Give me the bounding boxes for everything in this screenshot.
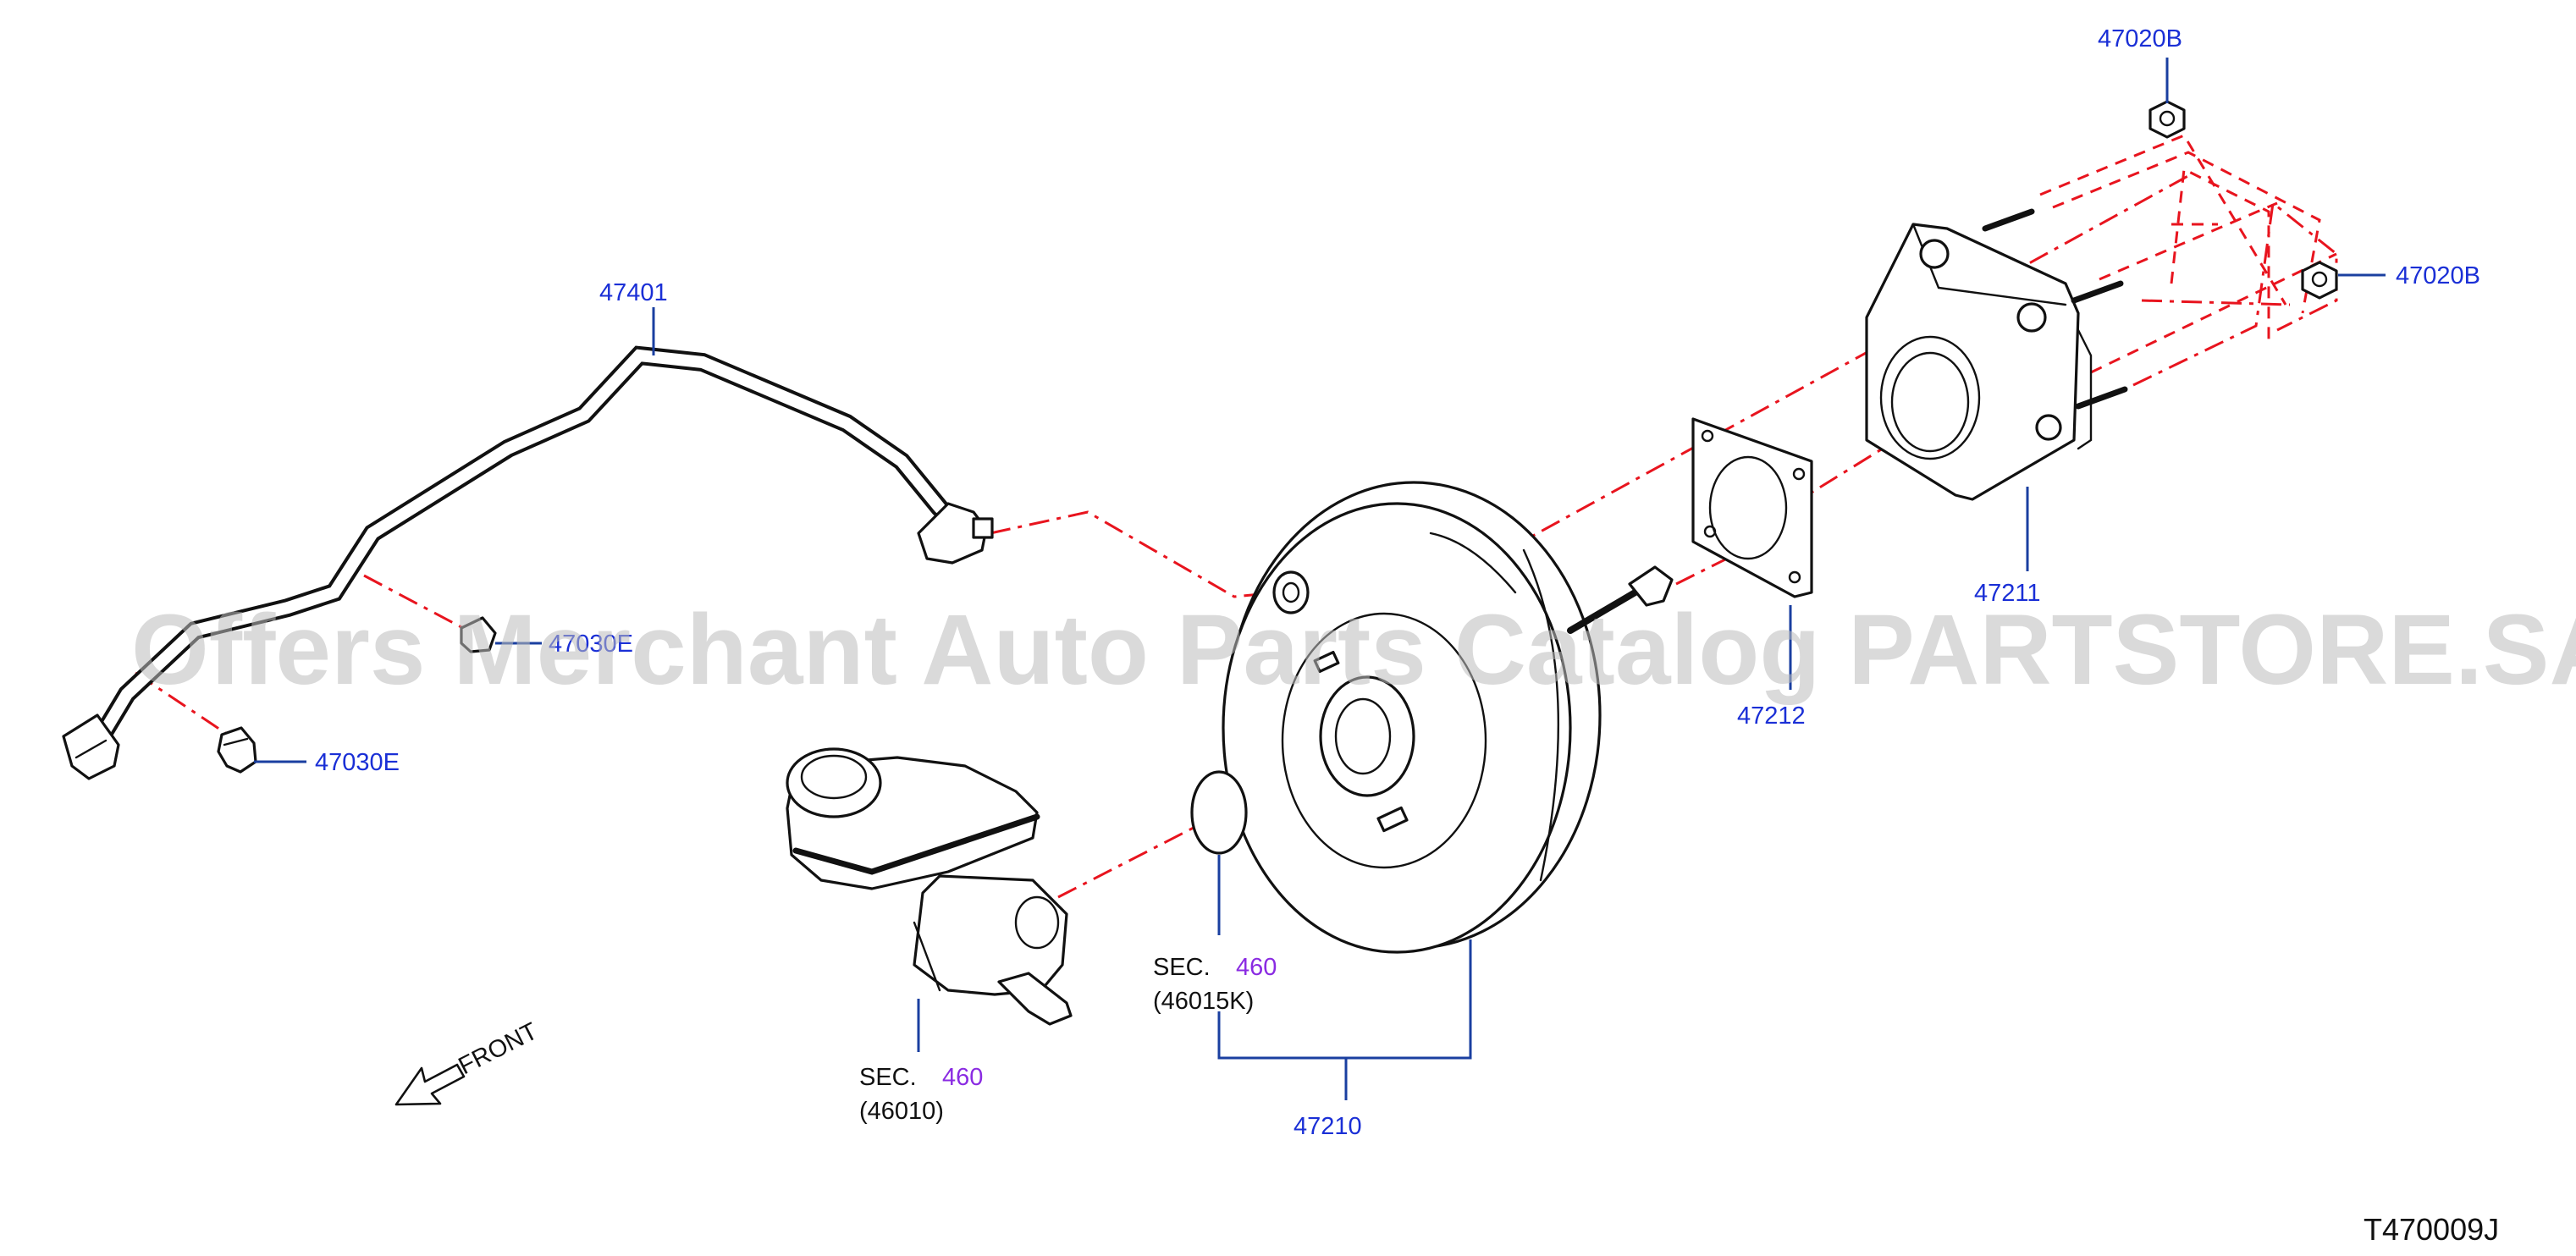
watermark-text: Offers Merchant Auto Parts Catalog PARTS… — [131, 594, 2576, 706]
seal-ring[interactable] — [1190, 770, 1248, 855]
callout-47020b-top[interactable]: 47020B — [2098, 25, 2182, 52]
brake-booster[interactable] — [1222, 481, 1674, 954]
section-subref: (46015K) — [1153, 988, 1254, 1015]
section-prefix: SEC. — [1153, 954, 1211, 981]
section-prefix: SEC. — [859, 1064, 917, 1091]
callout-47210[interactable]: 47210 — [1294, 1113, 1362, 1140]
diagram-code: T470009J — [2364, 1212, 2499, 1247]
section-number[interactable]: 460 — [1236, 954, 1277, 981]
front-direction-arrow: FRONT — [394, 1017, 543, 1106]
callout-47030e-upper[interactable]: 47030E — [549, 631, 633, 658]
callout-47030e-lower[interactable]: 47030E — [315, 749, 400, 776]
vacuum-hose[interactable] — [62, 345, 994, 780]
section-ref-master-cylinder[interactable]: SEC. 460 (46010) — [859, 1064, 983, 1125]
hose-clip-lower[interactable] — [217, 726, 257, 774]
hose-end-connector-left — [62, 713, 120, 780]
hose-end-connector-right — [917, 502, 994, 565]
booster-bracket[interactable] — [1865, 208, 2128, 501]
section-subref: (46010) — [859, 1098, 944, 1125]
callout-47212[interactable]: 47212 — [1737, 702, 1806, 730]
leader-lines — [254, 58, 2386, 1100]
callout-47020b-right[interactable]: 47020B — [2396, 262, 2480, 289]
section-ref-seal[interactable]: SEC. 460 (46015K) — [1153, 954, 1277, 1015]
gasket[interactable] — [1691, 417, 1813, 598]
callout-47211[interactable]: 47211 — [1974, 580, 2041, 607]
front-label: FRONT — [455, 1017, 543, 1080]
master-cylinder[interactable] — [786, 747, 1073, 1026]
flange-nut-top[interactable] — [2149, 100, 2186, 139]
flange-nut-right[interactable] — [2301, 261, 2338, 300]
section-number[interactable]: 460 — [942, 1064, 983, 1091]
hose-clip-upper[interactable] — [460, 616, 497, 653]
callout-47401[interactable]: 47401 — [599, 279, 668, 306]
